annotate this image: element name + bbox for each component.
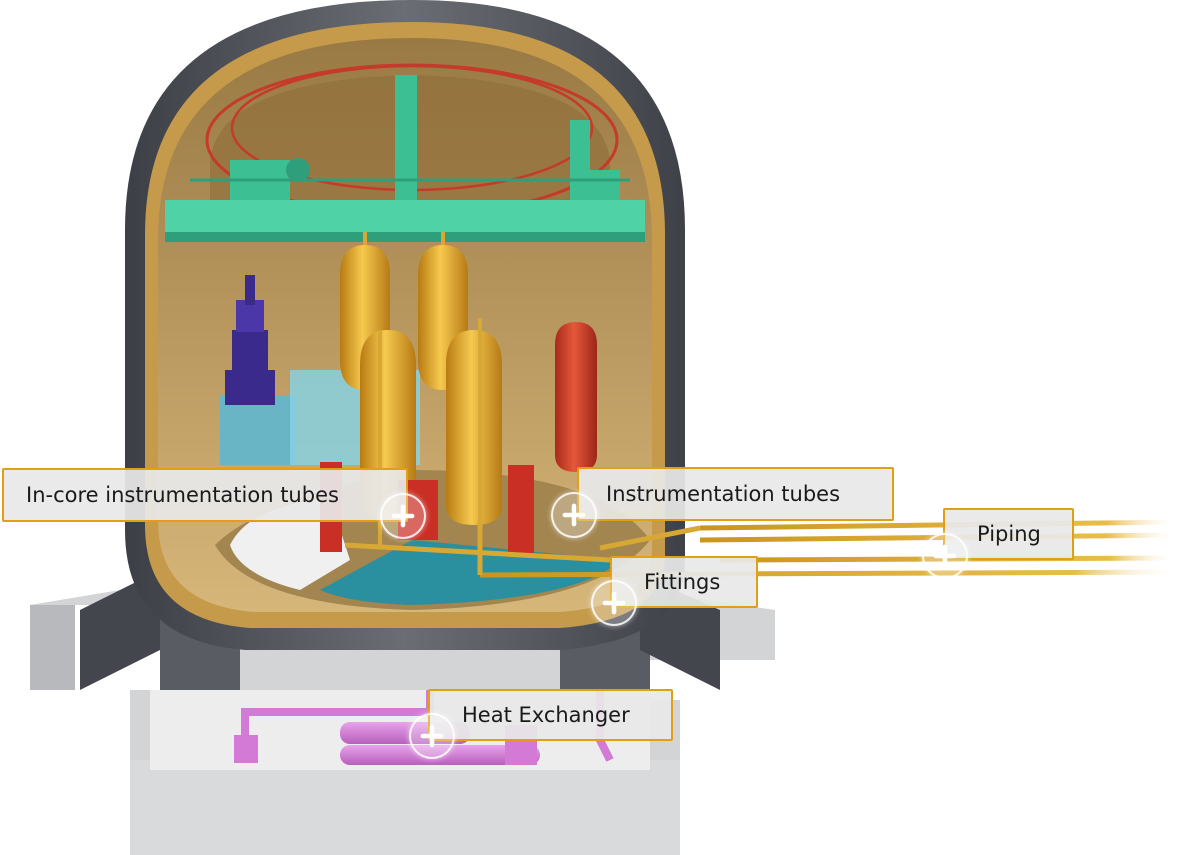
callout-label: Heat Exchanger (462, 702, 630, 727)
plus-icon (420, 724, 444, 748)
hotspot-instrumentation-tubes[interactable] (551, 492, 597, 538)
plus-icon (562, 503, 586, 527)
callout-in-core-instrumentation-tubes: In-core instrumentation tubes (2, 468, 408, 522)
polar-crane (165, 75, 645, 242)
steam-generators (340, 245, 502, 525)
plus-icon (933, 544, 957, 568)
plus-icon (602, 591, 626, 615)
pressurizer (555, 322, 597, 472)
hotspot-heat-exchanger[interactable] (409, 713, 455, 759)
callout-heat-exchanger: Heat Exchanger (428, 689, 673, 741)
callout-instrumentation-tubes: Instrumentation tubes (577, 467, 894, 521)
hotspot-piping[interactable] (922, 533, 968, 579)
callout-label: Instrumentation tubes (606, 481, 841, 506)
plus-icon (391, 504, 415, 528)
hotspot-in-core-instrumentation-tubes[interactable] (380, 493, 426, 539)
callout-label: Piping (977, 521, 1041, 546)
callout-label: Fittings (644, 569, 721, 594)
callout-label: In-core instrumentation tubes (26, 482, 339, 507)
hotspot-fittings[interactable] (591, 580, 637, 626)
